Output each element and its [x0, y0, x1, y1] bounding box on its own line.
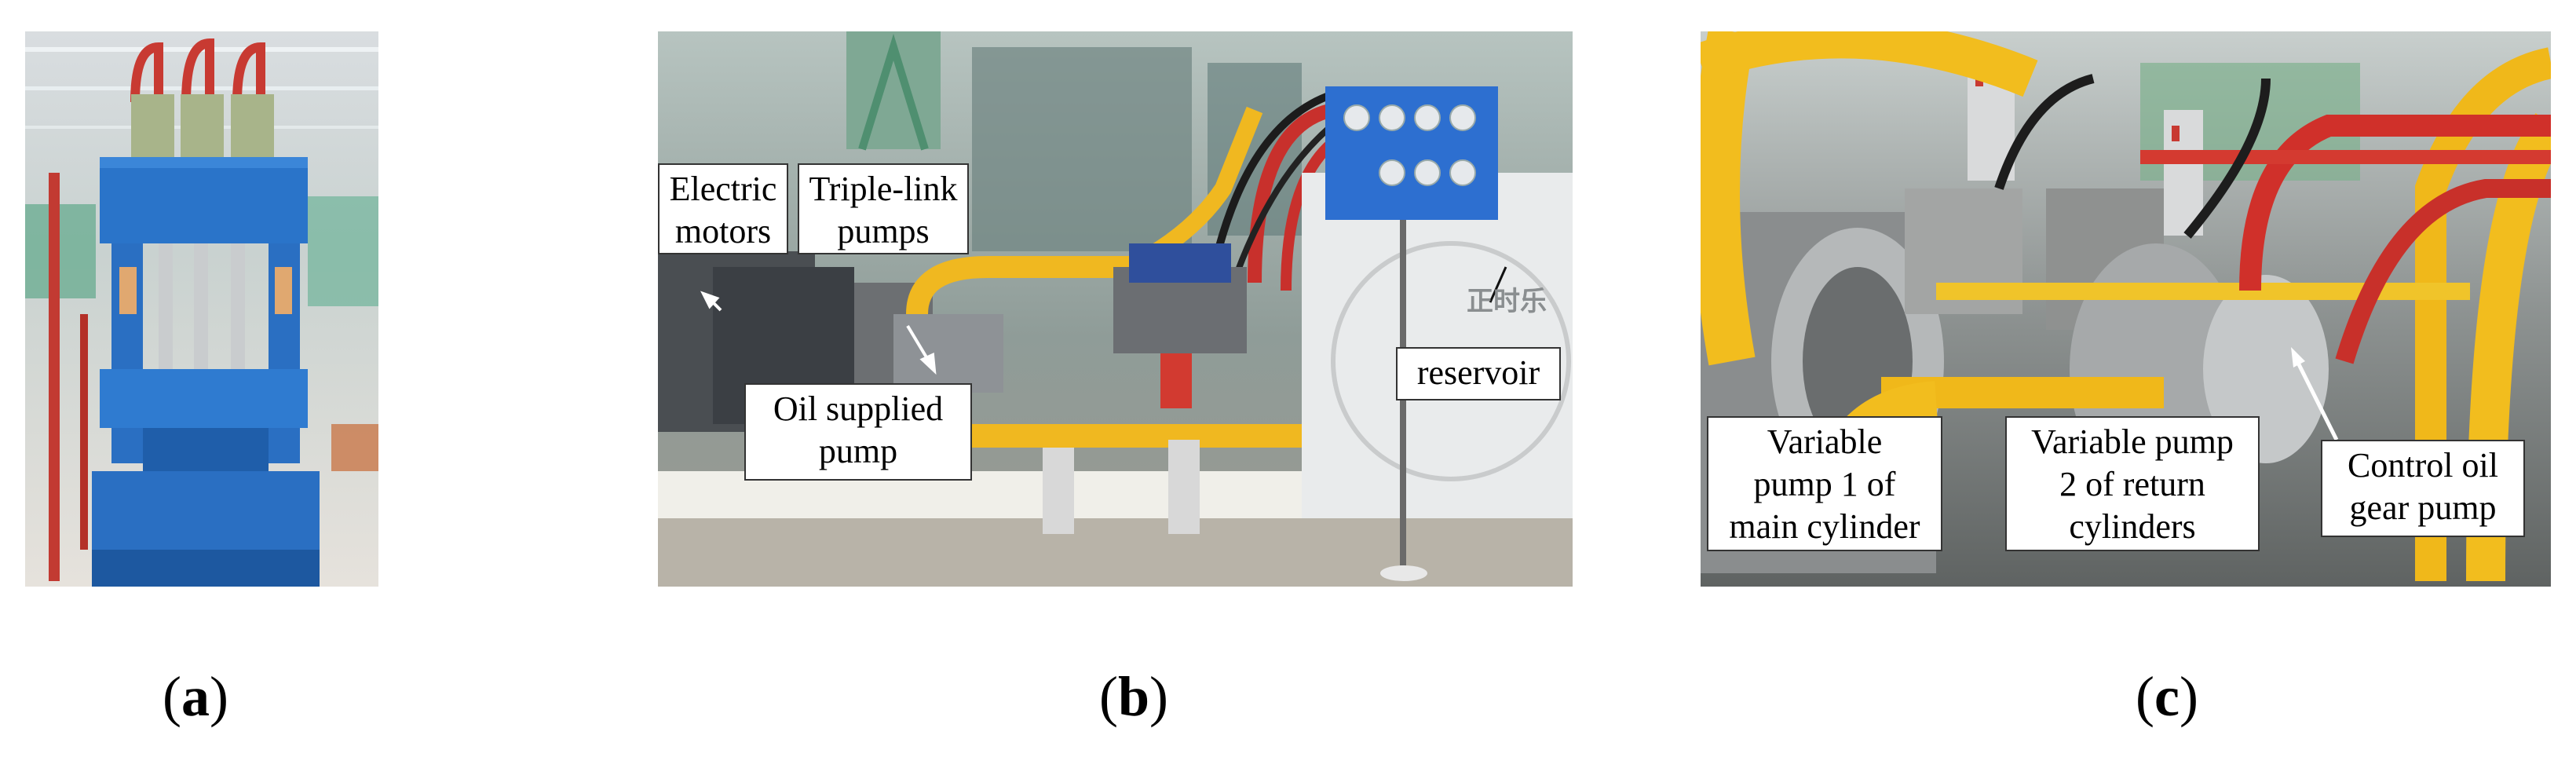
label-variable-pump-1-line2: pump 1 of	[1753, 465, 1896, 503]
label-variable-pump-2-line1: Variable pump	[2031, 422, 2234, 461]
label-variable-pump-1: Variable pump 1 of main cylinder	[1707, 416, 1942, 551]
label-electric-motors: Electric motors	[658, 163, 788, 254]
hydraulic-press-photo	[25, 31, 378, 587]
label-control-oil-gear-pump: Control oil gear pump	[2321, 440, 2525, 537]
caption-a-close: )	[209, 665, 228, 728]
label-triple-link-pumps: Triple-link pumps	[798, 163, 969, 254]
label-reservoir-text: reservoir	[1416, 353, 1540, 392]
label-triple-link-pumps-line1: Triple-link	[809, 170, 958, 208]
caption-b-close: )	[1149, 665, 1169, 728]
label-control-oil-gear-pump-line1: Control oil	[2348, 446, 2498, 485]
photo-panel-c: Variable pump 1 of main cylinder Variabl…	[1701, 31, 2551, 587]
caption-a-letter: a	[181, 665, 210, 728]
caption-b-open: (	[1099, 665, 1118, 728]
caption-c-open: (	[2136, 665, 2154, 728]
label-electric-motors-line2: motors	[674, 212, 772, 251]
caption-a: (a)	[163, 664, 228, 730]
label-oil-supplied-pump-line2: pump	[818, 432, 898, 470]
label-control-oil-gear-pump-line2: gear pump	[2349, 488, 2497, 527]
caption-b-letter: b	[1117, 665, 1150, 728]
label-reservoir: reservoir	[1396, 347, 1561, 400]
caption-b: (b)	[1099, 664, 1168, 730]
label-variable-pump-1-line1: Variable	[1767, 422, 1883, 461]
photo-panel-a	[25, 31, 378, 587]
label-oil-supplied-pump: Oil supplied pump	[744, 383, 972, 481]
label-variable-pump-2: Variable pump 2 of return cylinders	[2005, 416, 2260, 551]
label-variable-pump-2-line3: cylinders	[2069, 507, 2196, 546]
pump-station-photo	[658, 31, 1573, 587]
caption-c: (c)	[2136, 664, 2198, 730]
caption-c-close: )	[2179, 665, 2198, 728]
caption-a-open: (	[163, 665, 181, 728]
label-triple-link-pumps-line2: pumps	[837, 212, 930, 251]
label-electric-motors-line1: Electric	[669, 170, 777, 208]
tank-brand-text: 正时乐	[1467, 286, 1547, 317]
caption-c-letter: c	[2154, 665, 2180, 728]
label-variable-pump-2-line2: 2 of return	[2059, 465, 2205, 503]
photo-panel-b: Electric motors Triple-link pumps Oil su…	[658, 31, 1573, 587]
label-variable-pump-1-line3: main cylinder	[1729, 507, 1920, 546]
label-oil-supplied-pump-line1: Oil supplied	[773, 389, 944, 428]
